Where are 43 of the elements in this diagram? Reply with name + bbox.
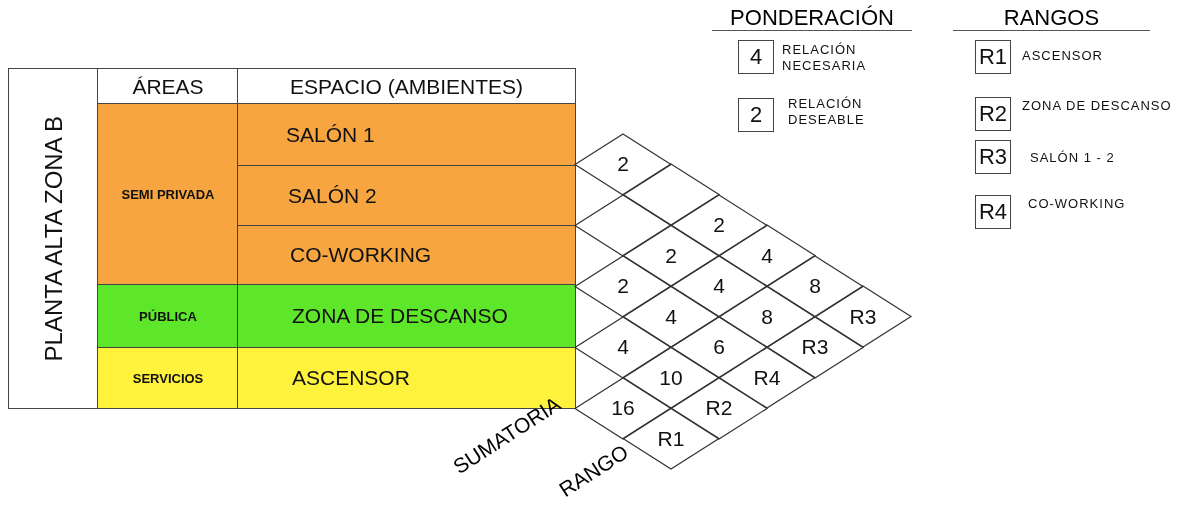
legend-key: 2 [738, 98, 774, 132]
key-description: ASCENSOR [1022, 48, 1104, 64]
area-cell: SEMI PRIVADA [97, 103, 239, 285]
cell-value: R1 [656, 426, 686, 451]
area-cell: SERVICIOS [97, 347, 239, 409]
table-cell [8, 68, 99, 409]
cell-value: 16 [610, 396, 636, 420]
cell-value: 2 [616, 152, 630, 176]
key-description: CO-WORKING [1028, 196, 1127, 212]
legend-key: R2 [975, 97, 1011, 131]
key-description: ZONA DE DESCANSO [1022, 98, 1173, 114]
cell-value: R3 [848, 304, 878, 329]
cell-value: 10 [658, 365, 684, 390]
space-cell: ZONA DE DESCANSO [237, 284, 576, 348]
legend-key: R4 [975, 195, 1011, 229]
legend-key: R3 [975, 140, 1011, 174]
space-cell: SALÓN 1 [237, 103, 576, 166]
cell-value: 2 [664, 243, 678, 268]
cell-value: 4 [664, 304, 678, 329]
legend-heading: RANGOS [953, 6, 1150, 31]
key-description: SALÓN 1 - 2 [1030, 150, 1116, 166]
cell-value: R2 [704, 396, 734, 420]
key-description: RELACIÓN NECESARIA [782, 42, 868, 74]
cell-value: R3 [800, 335, 830, 359]
legend-key: 4 [738, 40, 774, 74]
legend-heading: PONDERACIÓN [712, 6, 912, 31]
legend-key: R1 [975, 40, 1011, 74]
cell-value: R4 [752, 365, 782, 390]
section-title: PLANTA ALTA ZONA B [39, 115, 68, 362]
space-cell: SALÓN 2 [237, 165, 576, 226]
key-description: RELACIÓN DESEABLE [788, 96, 866, 128]
area-cell: PÚBLICA [97, 284, 239, 348]
cell-value: 4 [712, 274, 726, 298]
cell-value: 8 [808, 274, 822, 298]
cell-value: 4 [760, 243, 774, 268]
cell-value: 6 [712, 335, 726, 359]
space-cell: CO-WORKING [237, 225, 576, 285]
column-header: ESPACIO (AMBIENTES) [237, 68, 576, 105]
column-header: ÁREAS [97, 68, 239, 105]
cell-value: 2 [712, 213, 726, 237]
cell-value: 8 [760, 304, 774, 329]
cell-value: 4 [616, 335, 630, 359]
cell-value: 2 [616, 274, 630, 298]
